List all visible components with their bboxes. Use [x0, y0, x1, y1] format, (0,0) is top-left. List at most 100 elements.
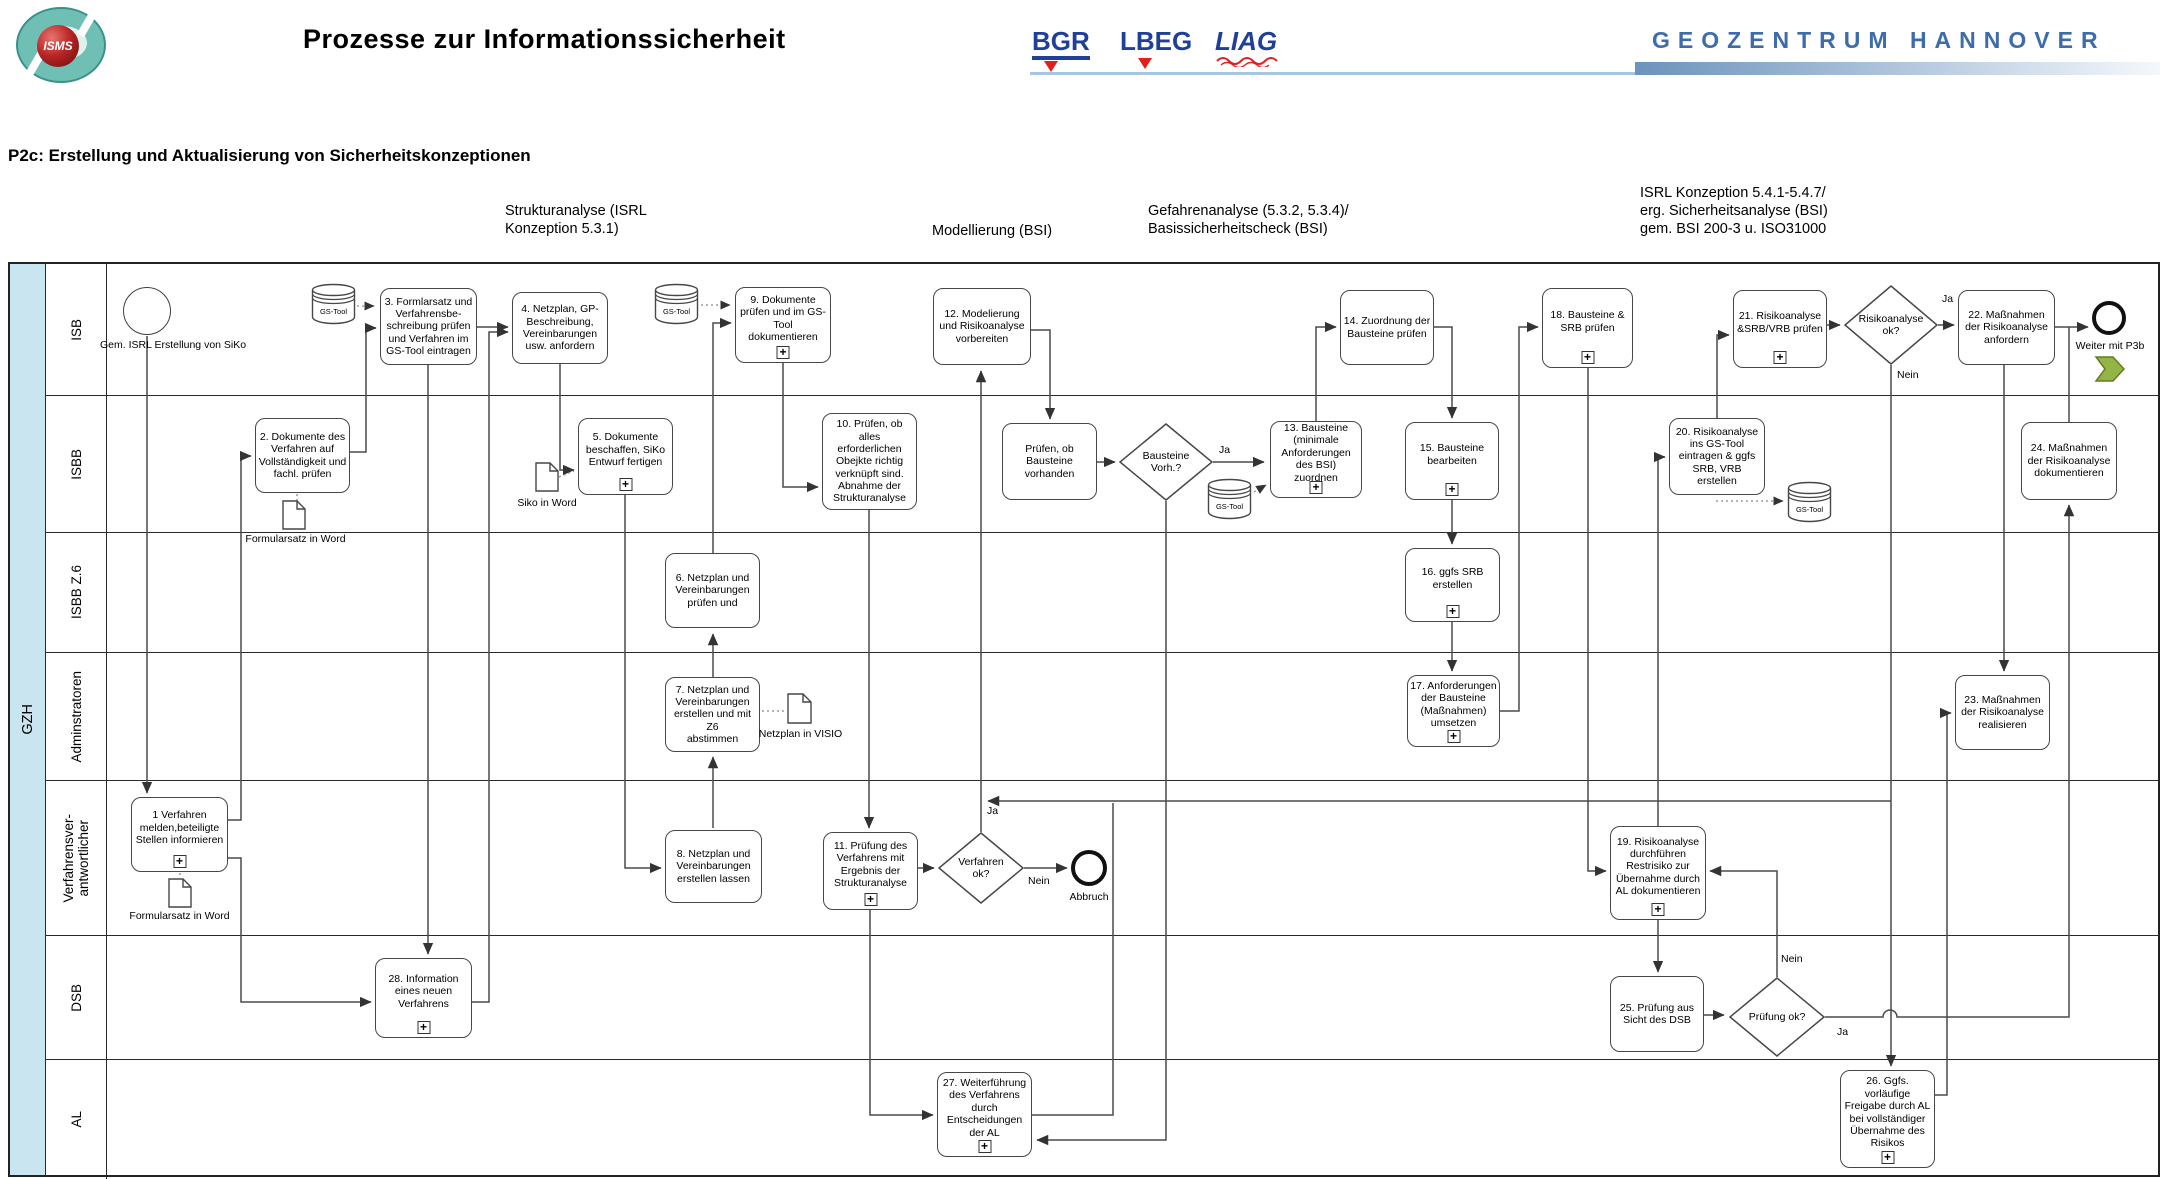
- task-17-anforderungen-umsetzen[interactable]: 17. Anforderungen der Bausteine (Maßnahm…: [1407, 675, 1500, 747]
- subprocess-plus-icon[interactable]: [1447, 730, 1460, 743]
- task-1-verfahren-melden[interactable]: 1 Verfahren melden,beteiligte Stellen in…: [131, 797, 228, 872]
- subprocess-plus-icon[interactable]: [978, 1140, 991, 1153]
- end-event-abbruch-label: Abbruch: [1069, 891, 1109, 903]
- bgr-red-triangle-icon: [1044, 61, 1058, 72]
- lbeg-logo: LBEG: [1120, 28, 1192, 69]
- document-icon-siko: [535, 462, 559, 497]
- liag-logo: LIAG: [1215, 28, 1285, 72]
- task-pruefen-bausteine[interactable]: Prüfen, ob Bausteine vorhanden: [1002, 423, 1097, 500]
- bgr-logo-text: BGR: [1032, 26, 1090, 56]
- document-icon-formularsatz-1: [282, 500, 306, 535]
- task-26-vorlaeufige-freigabe[interactable]: 26. Ggfs. vorläufige Freigabe durch AL b…: [1840, 1070, 1935, 1168]
- task-4-netzplan-anfordern[interactable]: 4. Netzplan, GP- Beschreibung, Vereinbar…: [512, 292, 608, 364]
- edge-label-nein-verfahren: Nein: [1028, 875, 1050, 887]
- green-arrow-icon: [2094, 355, 2126, 388]
- subprocess-plus-icon[interactable]: [1773, 351, 1787, 364]
- task-3-formlarsatz[interactable]: 3. Formlarsatz und Verfahrensbe- schreib…: [380, 288, 477, 365]
- start-event[interactable]: [123, 287, 171, 335]
- phase-strukturanalyse: Strukturanalyse (ISRL Konzeption 5.3.1): [505, 203, 647, 238]
- edge-label-nein-risiko: Nein: [1897, 369, 1919, 381]
- pool-label: GZH: [10, 264, 46, 1175]
- subprocess-plus-icon[interactable]: [1446, 605, 1459, 618]
- edge-label-ja-risiko: Ja: [1942, 293, 1954, 305]
- lane-isbb-z6: ISBB Z.6: [46, 532, 2160, 652]
- task-5-dokumente-beschaffen[interactable]: 5. Dokumente beschaffen, SiKo Entwurf fe…: [578, 418, 673, 495]
- subprocess-plus-icon[interactable]: [1309, 481, 1323, 494]
- subprocess-plus-icon[interactable]: [864, 893, 877, 906]
- subprocess-plus-icon[interactable]: [1881, 1151, 1894, 1164]
- task-16-srb-erstellen[interactable]: 16. ggfs SRB erstellen: [1405, 548, 1500, 622]
- phase-modellierung: Modellierung (BSI): [932, 223, 1053, 239]
- edge-label-ja-bausteine: Ja: [1219, 444, 1231, 456]
- document-label-netzplan: Netzplan in VISIO: [758, 728, 843, 740]
- datastore-gs-tool-4: GS-Tool: [1787, 481, 1832, 523]
- task-6-netzplan-pruefen[interactable]: 6. Netzplan und Vereinbarungen prüfen un…: [665, 553, 760, 628]
- phase-isrl-konzeption: ISRL Konzeption 5.4.1-5.4.7/ erg. Sicher…: [1640, 185, 1828, 238]
- document-icon-netzplan: [787, 693, 812, 729]
- task-27-weiterfuehrung-al[interactable]: 27. Weiterführung des Verfahrens durch E…: [937, 1072, 1032, 1157]
- lane-isb: ISB: [46, 264, 2160, 395]
- gateway-bausteine-vorhanden[interactable]: Bausteine Vorh.?: [1119, 423, 1213, 501]
- header-rule-gradient: [1635, 62, 2160, 75]
- task-20-risikoanalyse-eintragen[interactable]: 20. Risikoanalyse ins GS-Tool eintragen …: [1669, 418, 1765, 495]
- end-event-p3b[interactable]: [2092, 301, 2126, 335]
- subprocess-plus-icon[interactable]: [173, 855, 186, 868]
- subprocess-plus-icon[interactable]: [619, 478, 632, 491]
- process-subtitle: P2c: Erstellung und Aktualisierung von S…: [8, 146, 531, 165]
- end-event-abbruch[interactable]: [1071, 850, 1107, 886]
- document-label-formularsatz-1: Formularsatz in Word: [245, 533, 346, 545]
- task-2-dokumente-pruefen[interactable]: 2. Dokumente des Verfahren auf Vollständ…: [255, 418, 350, 493]
- task-13-bausteine-zuordnen[interactable]: 13. Bausteine (minimale Anforderungen de…: [1270, 421, 1362, 498]
- subprocess-plus-icon[interactable]: [1445, 483, 1459, 496]
- subprocess-plus-icon[interactable]: [776, 346, 790, 359]
- gateway-verfahren-ok[interactable]: Verfahren ok?: [938, 832, 1024, 904]
- datastore-gs-tool-1: GS-Tool: [311, 283, 356, 325]
- pool-gzh: GZH ISB ISBB ISBB Z.6 Adminstratoren Ver…: [8, 262, 2160, 1179]
- isms-logo: ISMS: [14, 5, 109, 85]
- task-10-abnahme-strukturanalyse[interactable]: 10. Prüfen, ob alles erforderlichen Obej…: [822, 413, 917, 510]
- phase-gefahrenanalyse: Gefahrenanalyse (5.3.2, 5.3.4)/ Basissic…: [1148, 203, 1349, 238]
- bgr-logo: BGR: [1032, 28, 1090, 72]
- task-23-massnahmen-realisieren[interactable]: 23. Maßnahmen der Risikoanalyse realisie…: [1955, 675, 2050, 750]
- lane-dsb: DSB: [46, 935, 2160, 1059]
- lbeg-logo-text: LBEG: [1120, 26, 1193, 56]
- document-icon-formularsatz-2: [168, 878, 192, 913]
- task-24-massnahmen-dokumentieren[interactable]: 24. Maßnahmen der Risikoanalyse dokument…: [2021, 422, 2117, 500]
- document-label-siko: Siko in Word: [517, 497, 577, 509]
- task-14-zuordnung-pruefen[interactable]: 14. Zuordnung der Bausteine prüfen: [1340, 290, 1434, 365]
- gateway-risikoanalyse-ok[interactable]: Risikoanalyse ok?: [1844, 285, 1938, 365]
- task-28-information-dsb[interactable]: 28. Information eines neuen Verfahrens: [375, 958, 472, 1038]
- gateway-pruefung-ok[interactable]: Prüfung ok?: [1729, 977, 1825, 1057]
- datastore-gs-tool-2: GS-Tool: [654, 283, 699, 325]
- lbeg-red-triangle-icon: [1138, 58, 1152, 69]
- task-11-pruefung-verfahren[interactable]: 11. Prüfung des Verfahrens mit Ergebnis …: [823, 832, 918, 910]
- task-25-pruefung-dsb[interactable]: 25. Prüfung aus Sicht des DSB: [1610, 976, 1704, 1052]
- task-19-risikoanalyse-durchfuehren[interactable]: 19. Risikoanalyse durchführen Restrisiko…: [1610, 826, 1706, 920]
- datastore-gs-tool-3: GS-Tool: [1207, 478, 1252, 520]
- header-rule-left: [1030, 72, 1635, 75]
- svg-text:ISMS: ISMS: [43, 39, 72, 53]
- bgr-underline: [1032, 56, 1090, 60]
- document-label-formularsatz-2: Formularsatz in Word: [129, 910, 230, 922]
- task-18-bausteine-srb-pruefen[interactable]: 18. Bausteine & SRB prüfen: [1542, 288, 1633, 368]
- edge-label-nein-pruefung: Nein: [1781, 953, 1803, 965]
- task-12-modellierung-vorbereiten[interactable]: 12. Modelierung und Risikoanalyse vorber…: [933, 288, 1031, 365]
- edge-label-ja-verfahren: Ja: [987, 805, 999, 817]
- lane-isbb: ISBB: [46, 395, 2160, 532]
- lane-administratoren: Adminstratoren: [46, 652, 2160, 780]
- liag-logo-text: LIAG: [1215, 26, 1278, 56]
- page-title: Prozesse zur Informationssicherheit: [303, 24, 786, 54]
- task-8-netzplan-erstellen-lassen[interactable]: 8. Netzplan und Vereinbarungen erstellen…: [665, 830, 762, 903]
- task-22-massnahmen-anfordern[interactable]: 22. Maßnahmen der Risikoanalyse anforder…: [1958, 290, 2055, 365]
- geozentrum-brand: GEOZENTRUM HANNOVER: [1652, 27, 2106, 53]
- task-9-dokumente-d[interactable]: 9. Dokumente prüfen und im GS- Tool doku…: [735, 287, 831, 363]
- subprocess-plus-icon[interactable]: [1581, 351, 1594, 364]
- subprocess-plus-icon[interactable]: [1651, 903, 1665, 916]
- task-21-risikoanalyse-pruefen[interactable]: 21. Risikoanalyse &SRB/VRB prüfen: [1733, 290, 1827, 368]
- start-event-label: Gem. ISRL Erstellung von SiKo: [100, 339, 247, 351]
- end-event-p3b-label: Weiter mit P3b: [2075, 340, 2145, 352]
- task-15-bausteine-bearbeiten[interactable]: 15. Bausteine bearbeiten: [1405, 422, 1499, 500]
- task-7-netzplan-abstimmen[interactable]: 7. Netzplan und Vereinbarungen erstellen…: [665, 677, 760, 752]
- subprocess-plus-icon[interactable]: [417, 1021, 430, 1034]
